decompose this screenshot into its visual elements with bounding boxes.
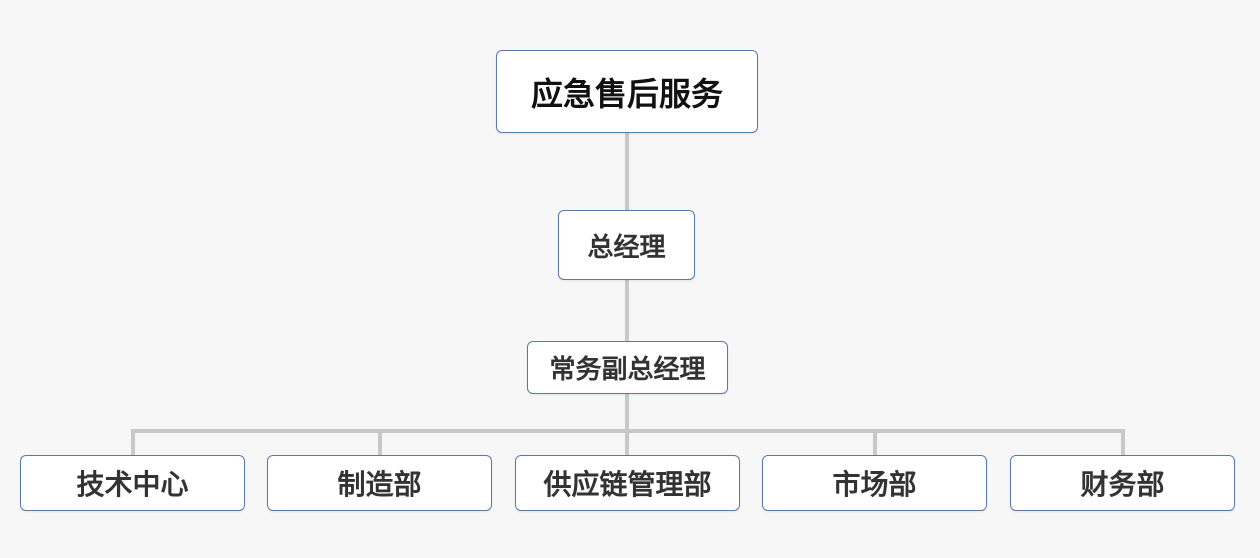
node-emergency-after-sales: 应急售后服务 xyxy=(496,50,758,133)
node-label: 市场部 xyxy=(832,468,917,501)
node-executive-vice-gm: 常务副总经理 xyxy=(527,341,728,394)
node-label: 技术中心 xyxy=(76,468,189,501)
node-general-manager: 总经理 xyxy=(558,210,695,280)
node-dept-supply-chain: 供应链管理部 xyxy=(515,455,740,511)
node-dept-manufacturing: 制造部 xyxy=(267,455,492,511)
node-label: 制造部 xyxy=(337,468,422,501)
node-label: 财务部 xyxy=(1080,468,1165,501)
node-dept-marketing: 市场部 xyxy=(762,455,987,511)
node-label: 应急售后服务 xyxy=(530,74,723,113)
node-label: 供应链管理部 xyxy=(543,468,712,501)
node-dept-tech-center: 技术中心 xyxy=(20,455,245,511)
node-label: 总经理 xyxy=(587,232,666,263)
node-dept-finance: 财务部 xyxy=(1010,455,1235,511)
node-label: 常务副总经理 xyxy=(549,355,706,385)
